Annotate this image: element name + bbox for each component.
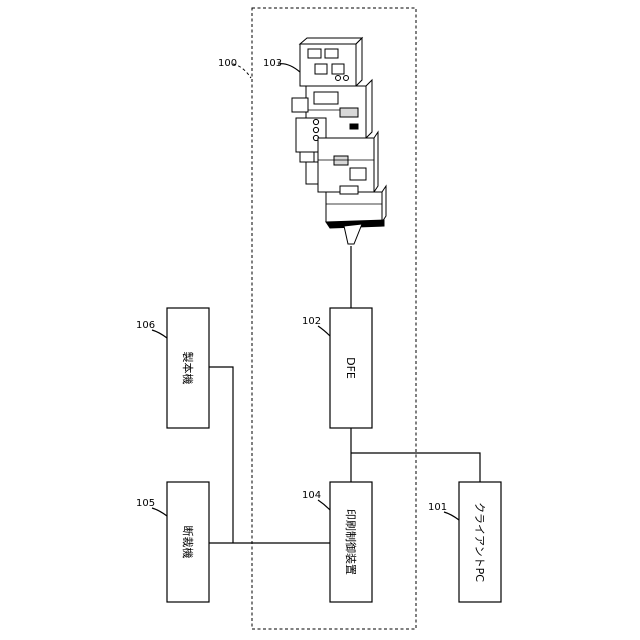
- printer-panel-3: [315, 64, 327, 74]
- printer-finisher: [326, 192, 382, 222]
- printer-feeder-box: [292, 98, 308, 112]
- printer-panel-1: [308, 49, 321, 58]
- cutter-ref-leader: [152, 508, 167, 516]
- client-pc-ref-label: 101: [428, 502, 447, 513]
- printer-illustration: [292, 38, 386, 244]
- printer-side-upper: [356, 38, 362, 86]
- cutter-label: 断裁機: [181, 526, 195, 559]
- printer-finisher-side: [382, 186, 386, 222]
- printer-finisher-panel: [340, 186, 358, 194]
- printer-output-tray: [344, 224, 362, 244]
- printer-side-lower: [374, 132, 378, 192]
- printer-panel-4: [332, 64, 344, 74]
- print-controller-ref-leader: [318, 500, 330, 510]
- cutter-ref-label: 105: [136, 498, 155, 509]
- printer-lower-panel: [350, 168, 366, 180]
- print-controller-label: 印刷制御装置: [344, 509, 358, 575]
- client-pc-ref-leader: [444, 512, 459, 520]
- printer-feeder-dial-1: [313, 119, 318, 124]
- printer-dial-1: [336, 76, 341, 81]
- system-ref-label: 100: [218, 58, 237, 69]
- bookbinder-label: 製本機: [181, 352, 195, 385]
- printer-dial-2: [344, 76, 349, 81]
- bookbinder-ref-label: 106: [136, 320, 155, 331]
- printer-lower-dark-panel: [334, 156, 348, 165]
- printer-mid-panel: [314, 92, 338, 104]
- printer-panel-2: [325, 49, 338, 58]
- printer-top-face: [300, 38, 362, 44]
- printer-dark-panel: [340, 108, 358, 117]
- print-controller-ref-label: 104: [302, 490, 321, 501]
- dfe-label: DFE: [344, 357, 357, 379]
- printer-side-mid: [366, 80, 372, 138]
- bookbinder-link: [209, 367, 233, 543]
- printer-slot: [350, 124, 358, 129]
- client-pc-label: クライアントPC: [473, 502, 486, 582]
- bookbinder-ref-leader: [152, 330, 167, 338]
- printer-tray-upper: [300, 152, 314, 162]
- dfe-ref-label: 102: [302, 316, 321, 327]
- printer-feeder-dial-2: [313, 127, 318, 132]
- dfe-ref-leader: [318, 326, 330, 336]
